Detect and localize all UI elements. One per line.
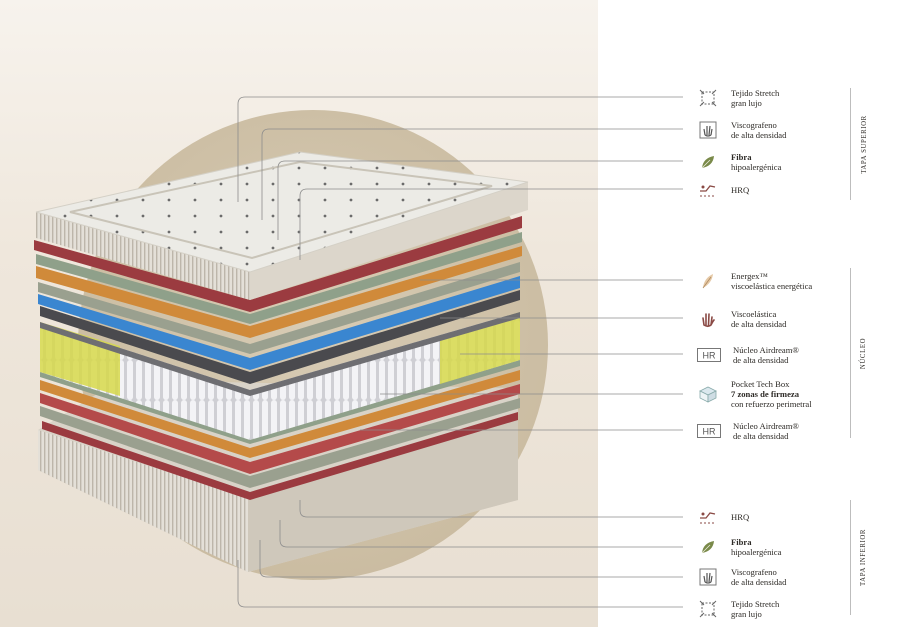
feature-line: Viscografeno	[731, 567, 777, 577]
section-nucleo: NÚCLEO	[844, 268, 884, 438]
hr-badge-icon: HR	[697, 344, 721, 366]
leader-lines	[237, 96, 683, 608]
feature-line: Tejido Stretch	[731, 88, 780, 98]
top-cover-layers	[34, 216, 522, 338]
feature-nucleo-airdream-2: HR Núcleo Airdream®de alta densidad	[697, 416, 799, 446]
feature-line: de alta densidad	[731, 130, 787, 140]
feature-line: gran lujo	[731, 609, 762, 619]
feature-line: Fibra	[731, 152, 752, 162]
leaf-icon	[697, 536, 719, 558]
feature-line: Pocket Tech Box	[731, 379, 790, 389]
feature-line: Viscografeno	[731, 120, 777, 130]
feature-line: Núcleo Airdream®	[733, 421, 799, 431]
feature-line: de alta densidad	[731, 319, 787, 329]
hr-badge-icon: HR	[697, 420, 721, 442]
section-tapa-superior: TAPA SUPERIOR	[844, 88, 884, 200]
spring-core	[40, 312, 520, 440]
fabric-stretch-icon	[697, 87, 719, 109]
section-divider	[850, 500, 851, 615]
section-tapa-inferior: TAPA INFERIOR	[844, 500, 884, 615]
feature-hrq-top: HRQ	[697, 175, 749, 205]
feature-nucleo-airdream-1: HR Núcleo Airdream®de alta densidad	[697, 340, 799, 370]
hand-print-icon	[697, 566, 719, 588]
section-label: TAPA SUPERIOR	[860, 114, 868, 174]
hand-print-icon	[697, 308, 719, 330]
feature-line: con refuerzo perimetral	[731, 399, 812, 409]
feature-line: Fibra	[731, 537, 752, 547]
hr-badge-text: HR	[703, 351, 716, 361]
feature-line: hipoalergénica	[731, 547, 782, 557]
feature-hrq-bottom: HRQ	[697, 502, 749, 532]
feature-line: viscoelástica energética	[731, 281, 813, 291]
feature-line: Núcleo Airdream®	[733, 345, 799, 355]
section-label: NÚCLEO	[860, 337, 868, 369]
upper-core-layers	[38, 262, 520, 384]
feature-line: 7 zonas de firmeza	[731, 389, 800, 399]
hand-print-icon	[697, 119, 719, 141]
leaf-icon	[697, 151, 719, 173]
feature-line: hipoalergénica	[731, 162, 782, 172]
feature-line: de alta densidad	[731, 577, 787, 587]
fabric-stretch-icon	[697, 598, 719, 620]
feature-line: HRQ	[731, 512, 750, 522]
top-quilted-topper	[35, 151, 529, 300]
feather-icon	[697, 270, 719, 292]
feature-line: Viscoelástica	[731, 309, 777, 319]
reclining-person-icon	[697, 506, 719, 528]
feature-line: gran lujo	[731, 98, 762, 108]
reclining-person-icon	[697, 179, 719, 201]
section-divider	[850, 268, 851, 438]
hr-badge-text: HR	[703, 427, 716, 437]
section-divider	[850, 88, 851, 200]
feature-line: Tejido Stretch	[731, 599, 780, 609]
feature-line: Energex™	[731, 271, 768, 281]
spring-box-icon	[697, 383, 719, 405]
feature-line: HRQ	[731, 185, 750, 195]
feature-line: de alta densidad	[733, 355, 789, 365]
section-label: TAPA INFERIOR	[860, 528, 868, 587]
feature-line: de alta densidad	[733, 431, 789, 441]
